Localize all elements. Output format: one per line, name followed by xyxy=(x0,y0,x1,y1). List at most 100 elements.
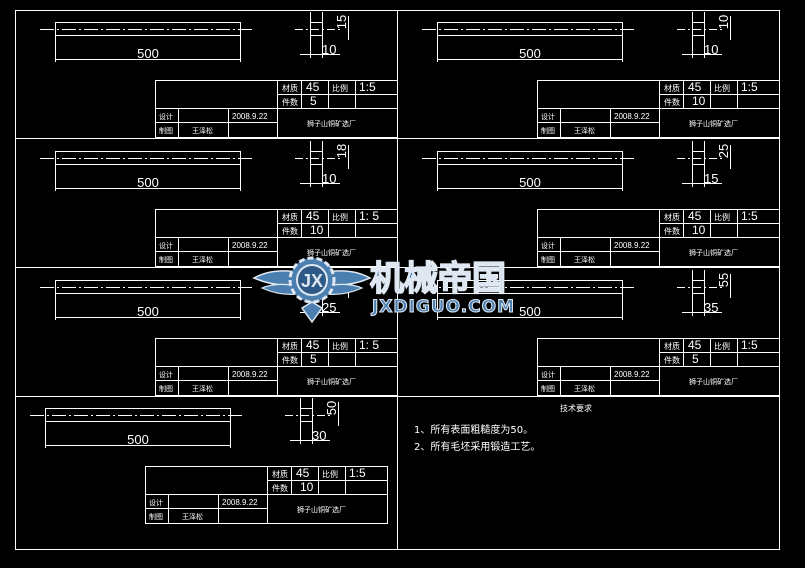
part-drawing-panel: 500 35 55 材质 45 比例 1:5 件数 5 设计 2008.9.22 制图 王泽松 狮子山铜矿… xyxy=(421,269,780,396)
drafter-label: 制图 xyxy=(159,126,173,135)
qty-label: 件数 xyxy=(664,355,680,365)
notes-title: 技术要求 xyxy=(560,403,592,413)
watermark-logo: JX 机械帝国 JXDIGUO.COM xyxy=(252,256,515,324)
technical-notes: 技术要求 1、所有表面粗糙度为50。 2、所有毛坯采用锻造工艺。 xyxy=(414,403,592,453)
design-label: 设计 xyxy=(159,241,173,250)
date-value: 2008.9.22 xyxy=(614,241,650,250)
scale-label: 比例 xyxy=(714,83,730,93)
width-dimension: 10 xyxy=(704,42,718,57)
date-value: 2008.9.22 xyxy=(232,370,268,379)
qty-label: 件数 xyxy=(272,483,288,493)
scale-label: 比例 xyxy=(322,469,338,479)
wing-emblem-icon: JX xyxy=(252,256,372,324)
height-dimension: 10 xyxy=(716,15,731,29)
material-value: 45 xyxy=(296,466,310,480)
watermark-domain: JXDIGUO.COM xyxy=(371,297,515,317)
material-value: 45 xyxy=(306,209,320,223)
width-dimension: 10 xyxy=(322,171,336,186)
company-name: 狮子山铜矿选厂 xyxy=(307,119,356,128)
scale-label: 比例 xyxy=(714,341,730,351)
scale-label: 比例 xyxy=(332,212,348,222)
width-dimension: 25 xyxy=(322,300,336,315)
material-value: 45 xyxy=(306,338,320,352)
material-label: 材质 xyxy=(282,83,298,93)
drafter-name: 王泽松 xyxy=(574,126,595,135)
width-dimension: 10 xyxy=(322,42,336,57)
scale-value: 1:5 xyxy=(741,338,758,352)
design-label: 设计 xyxy=(159,112,173,121)
drafter-name: 王泽松 xyxy=(192,255,213,264)
company-name: 狮子山铜矿选厂 xyxy=(689,377,738,386)
drafter-name: 王泽松 xyxy=(192,126,213,135)
qty-value: 10 xyxy=(692,223,706,237)
qty-value: 10 xyxy=(300,480,314,494)
length-dimension: 500 xyxy=(519,175,541,190)
design-label: 设计 xyxy=(541,112,555,121)
material-label: 材质 xyxy=(272,469,288,479)
panel-geometry xyxy=(421,11,780,138)
height-dimension: 50 xyxy=(324,401,339,415)
length-dimension: 500 xyxy=(519,304,541,319)
material-label: 材质 xyxy=(664,341,680,351)
panel-geometry xyxy=(29,397,388,524)
drafter-label: 制图 xyxy=(159,384,173,393)
logo-letters: JX xyxy=(301,271,323,291)
height-dimension: 55 xyxy=(716,273,731,287)
qty-label: 件数 xyxy=(664,97,680,107)
scale-value: 1:5 xyxy=(741,209,758,223)
scale-label: 比例 xyxy=(332,341,348,351)
drafter-name: 王泽松 xyxy=(574,384,595,393)
material-value: 45 xyxy=(306,80,320,94)
material-value: 45 xyxy=(688,80,702,94)
date-value: 2008.9.22 xyxy=(222,498,258,507)
qty-value: 10 xyxy=(310,223,324,237)
width-dimension: 35 xyxy=(704,300,718,315)
design-label: 设计 xyxy=(541,370,555,379)
drafter-name: 王泽松 xyxy=(192,384,213,393)
scale-label: 比例 xyxy=(332,83,348,93)
width-dimension: 30 xyxy=(312,428,326,443)
notes-item-2: 2、所有毛坯采用锻造工艺。 xyxy=(414,440,540,453)
scale-value: 1:5 xyxy=(741,80,758,94)
drafter-label: 制图 xyxy=(149,512,163,521)
width-dimension: 15 xyxy=(704,171,718,186)
watermark-brand: 机械帝国 xyxy=(370,259,506,299)
company-name: 狮子山铜矿选厂 xyxy=(297,505,346,514)
drafter-label: 制图 xyxy=(541,255,555,264)
company-name: 狮子山铜矿选厂 xyxy=(307,248,356,257)
notes-item-1: 1、所有表面粗糙度为50。 xyxy=(414,423,533,436)
qty-label: 件数 xyxy=(282,355,298,365)
date-value: 2008.9.22 xyxy=(614,370,650,379)
drafter-label: 制图 xyxy=(159,255,173,264)
drafter-label: 制图 xyxy=(541,126,555,135)
material-label: 材质 xyxy=(282,212,298,222)
material-label: 材质 xyxy=(282,341,298,351)
drafter-label: 制图 xyxy=(541,384,555,393)
date-value: 2008.9.22 xyxy=(232,241,268,250)
date-value: 2008.9.22 xyxy=(614,112,650,121)
length-dimension: 500 xyxy=(137,46,159,61)
design-label: 设计 xyxy=(541,241,555,250)
drafter-name: 王泽松 xyxy=(182,512,203,521)
material-label: 材质 xyxy=(664,83,680,93)
qty-value: 5 xyxy=(692,352,699,366)
scale-value: 1: 5 xyxy=(359,338,379,352)
qty-label: 件数 xyxy=(282,226,298,236)
company-name: 狮子山铜矿选厂 xyxy=(689,248,738,257)
qty-value: 5 xyxy=(310,352,317,366)
design-label: 设计 xyxy=(159,370,173,379)
material-value: 45 xyxy=(688,338,702,352)
qty-label: 件数 xyxy=(664,226,680,236)
length-dimension: 500 xyxy=(519,46,541,61)
scale-label: 比例 xyxy=(714,212,730,222)
length-dimension: 500 xyxy=(127,432,149,447)
height-dimension: 25 xyxy=(716,144,731,158)
company-name: 狮子山铜矿选厂 xyxy=(307,377,356,386)
material-value: 45 xyxy=(688,209,702,223)
